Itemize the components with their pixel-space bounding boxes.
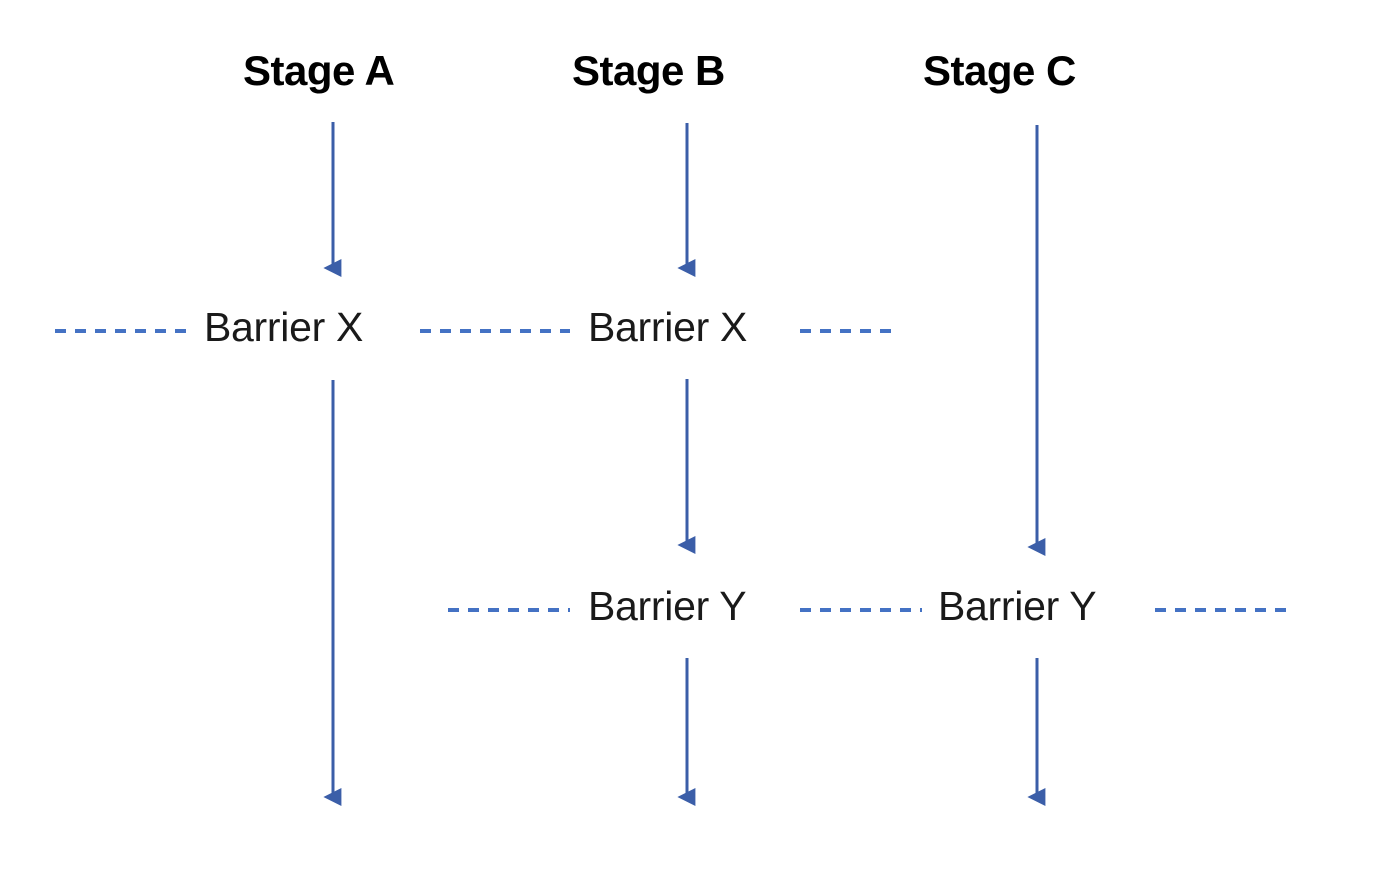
- barrier-label-by-b: Barrier Y: [588, 583, 747, 629]
- stage-header-c: Stage C: [923, 47, 1076, 94]
- stage-header-a: Stage A: [243, 47, 395, 94]
- barrier-label-by-c: Barrier Y: [938, 583, 1097, 629]
- arrows-group: [323, 122, 1046, 806]
- stage-header-b: Stage B: [572, 47, 725, 94]
- dashed-connectors-group: [55, 329, 1288, 612]
- barrier-label-bx-a: Barrier X: [204, 304, 364, 350]
- barrier-label-bx-b: Barrier X: [588, 304, 748, 350]
